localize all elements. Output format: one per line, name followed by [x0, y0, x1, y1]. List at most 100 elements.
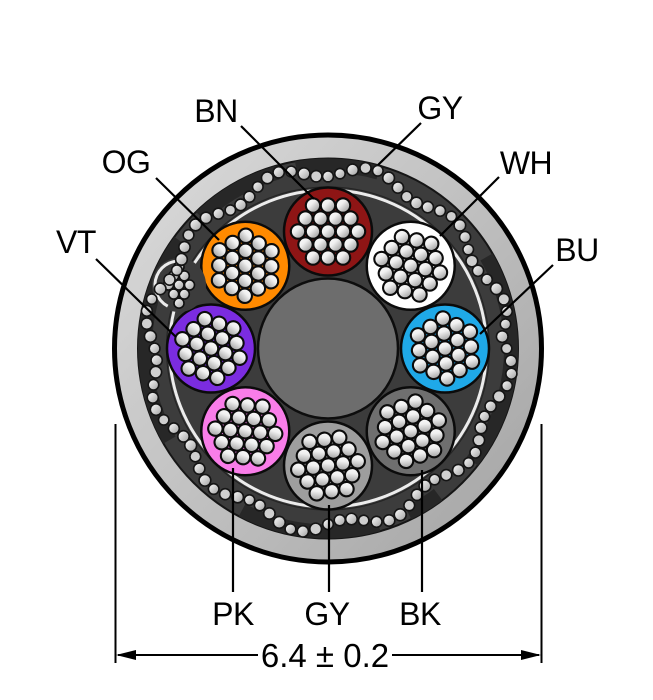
leader-line-bn [240, 125, 315, 200]
braid-wire-dot [382, 513, 396, 527]
braid-wire-dot [359, 161, 372, 175]
braid-wire-dot [421, 200, 435, 214]
braid-wire-dot [462, 243, 475, 256]
braid-wire-dot [243, 190, 256, 204]
braid-wire-dot [357, 514, 370, 527]
braid-wire-dot [157, 413, 170, 426]
core-filler [256, 277, 400, 420]
wire-strand [349, 223, 367, 240]
wire-strand [338, 480, 355, 498]
braid-wire-dot [500, 305, 514, 318]
wire-strand [194, 364, 212, 382]
braid-wire-dot [393, 507, 407, 522]
braid-wire-dot [381, 171, 396, 185]
wire-strand [462, 338, 480, 355]
braid-wire-dot [371, 164, 384, 177]
wire-strand [312, 236, 329, 253]
wire-strand [220, 359, 237, 377]
conductor-wh [365, 220, 456, 312]
wire-strand [304, 249, 322, 266]
label-vt: VT [56, 224, 96, 260]
braid-wire-dot [297, 167, 311, 181]
wire-strand [463, 353, 481, 370]
wire-strand [312, 210, 329, 227]
conductor-bk [365, 385, 456, 477]
label-og: OG [102, 144, 151, 180]
label-gy: GY [304, 596, 349, 632]
braid-wire-dot [140, 317, 154, 331]
callout-labels: BN GY OG WH VT BU PK GY BK [56, 90, 599, 632]
wire-strand [342, 236, 359, 253]
braid-wire-dot [497, 292, 511, 306]
braid-wire-dot [251, 180, 264, 193]
braid-wire-dot [445, 210, 458, 223]
braid-wire-dot [499, 318, 512, 331]
braid-wire-dot [199, 211, 213, 225]
strand-bundle [409, 310, 481, 387]
braid-wire-dot [260, 171, 275, 185]
wire-strand [342, 210, 359, 227]
wire-strand [237, 227, 255, 245]
strand-bundle [210, 227, 280, 305]
braid-wire-dot [489, 281, 504, 296]
strand-bundle [290, 429, 366, 502]
braid-wire-dot [174, 252, 189, 267]
braid-wire-dot [189, 450, 202, 463]
braid-wire-dot [170, 264, 183, 277]
braid-wire-dot [453, 218, 467, 232]
braid-wire-dot [149, 365, 163, 379]
wire-strand [411, 447, 429, 464]
braid-wire-dot [309, 169, 323, 183]
braid-wire-dot [243, 494, 256, 507]
braid-wire-dot [458, 230, 472, 244]
wire-strand [427, 249, 444, 267]
cable-body [112, 132, 544, 565]
braid-wire-dot [403, 499, 416, 512]
dimension-annotation: 6.4 ± 0.2 [114, 424, 543, 674]
leader-line-og [155, 177, 220, 241]
callout-leader-lines [95, 122, 554, 592]
braid-wire-dot [472, 433, 486, 447]
wire-strand [258, 437, 275, 455]
braid-wire-dot [150, 353, 164, 367]
braid-wire-dot [207, 482, 220, 496]
wire-strand [411, 286, 428, 303]
wire-strand [211, 257, 228, 274]
braid-wire-dot [140, 304, 154, 318]
braid-wire-dot [344, 512, 359, 526]
braid-wire-dot [500, 379, 514, 392]
wire-strand [334, 197, 352, 214]
braid-wire-dot [149, 403, 163, 417]
wire-strand [319, 223, 337, 240]
braid-wire-dot [143, 329, 158, 344]
wire-strand [327, 236, 344, 253]
wire-strand [319, 197, 337, 214]
braid-wire-dot [495, 330, 509, 344]
wire-strand [289, 223, 307, 240]
braid-wire-dot [147, 378, 160, 391]
wire-strand [334, 223, 352, 240]
conductor-vt [165, 303, 257, 394]
braid-wire-dot [183, 438, 198, 453]
dimension-value: 6.4 ± 0.2 [261, 637, 389, 674]
braid-wire-dot [333, 167, 346, 180]
label-jacket-gy: GY [417, 90, 462, 126]
wire-strand [421, 275, 438, 292]
braid-wire-dot [484, 399, 498, 413]
leader-line-wh [439, 176, 500, 237]
braid-wire-dot [188, 218, 203, 232]
braid-wire-dot [177, 429, 191, 443]
wire-strand [304, 197, 322, 214]
braid-wire-dot [218, 487, 232, 501]
strand-bundle [374, 393, 448, 470]
shield-shadow-segment [405, 488, 443, 520]
braid-wire-dot [505, 367, 518, 381]
wire-strand [297, 236, 314, 253]
braid-wire-dot [409, 196, 424, 210]
braid-wire-dot [492, 389, 506, 404]
wire-strand [431, 264, 449, 281]
strand-bundle [289, 197, 367, 266]
conductor-og [200, 220, 291, 312]
braid-wire-dot [262, 506, 276, 520]
